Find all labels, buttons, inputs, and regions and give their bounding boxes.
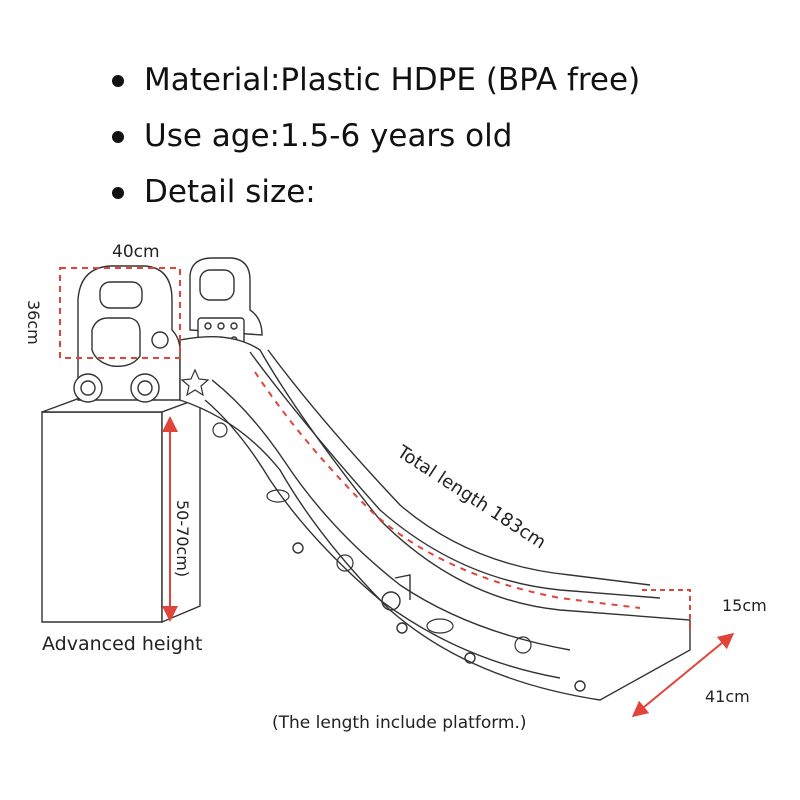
bullet-icon (112, 75, 124, 87)
top-height-label: 36cm (24, 300, 43, 345)
spec-size-text: Detail size: (144, 174, 316, 210)
dimension-lines (59, 267, 735, 718)
width-arrow (631, 632, 735, 718)
fish-icon (266, 489, 290, 503)
spec-age-text: Use age:1.5-6 years old (144, 118, 513, 154)
slide-body (179, 336, 691, 701)
slide-top-panel (73, 265, 182, 403)
platform-height-label: 50-70cm) (173, 500, 192, 577)
star-icon (180, 368, 210, 397)
spec-material-text: Material:Plastic HDPE (BPA free) (144, 62, 641, 98)
length-dashed-line (254, 371, 641, 609)
spec-age: Use age:1.5-6 years old (108, 108, 640, 164)
total-length-label: Total length 183cm (392, 441, 549, 553)
whale-icon (426, 618, 454, 634)
end-height-label: 15cm (722, 596, 767, 615)
spec-material: Material:Plastic HDPE (BPA free) (108, 52, 640, 108)
end-height-box (642, 589, 691, 628)
advanced-height-caption: Advanced height (42, 633, 202, 655)
crab-icon (212, 422, 228, 438)
bullet-icon (112, 187, 124, 199)
length-note-caption: (The length include platform.) (272, 713, 527, 733)
top-size-box (59, 267, 181, 359)
spec-size: Detail size: (108, 164, 640, 220)
top-width-label: 40cm (112, 242, 160, 262)
sticker-icons (180, 368, 532, 654)
spec-list: Material:Plastic HDPE (BPA free) Use age… (108, 52, 640, 220)
turtle-icon (336, 554, 354, 572)
bullet-icon (112, 131, 124, 143)
end-width-label: 41cm (705, 687, 750, 706)
octopus-icon (514, 636, 532, 654)
